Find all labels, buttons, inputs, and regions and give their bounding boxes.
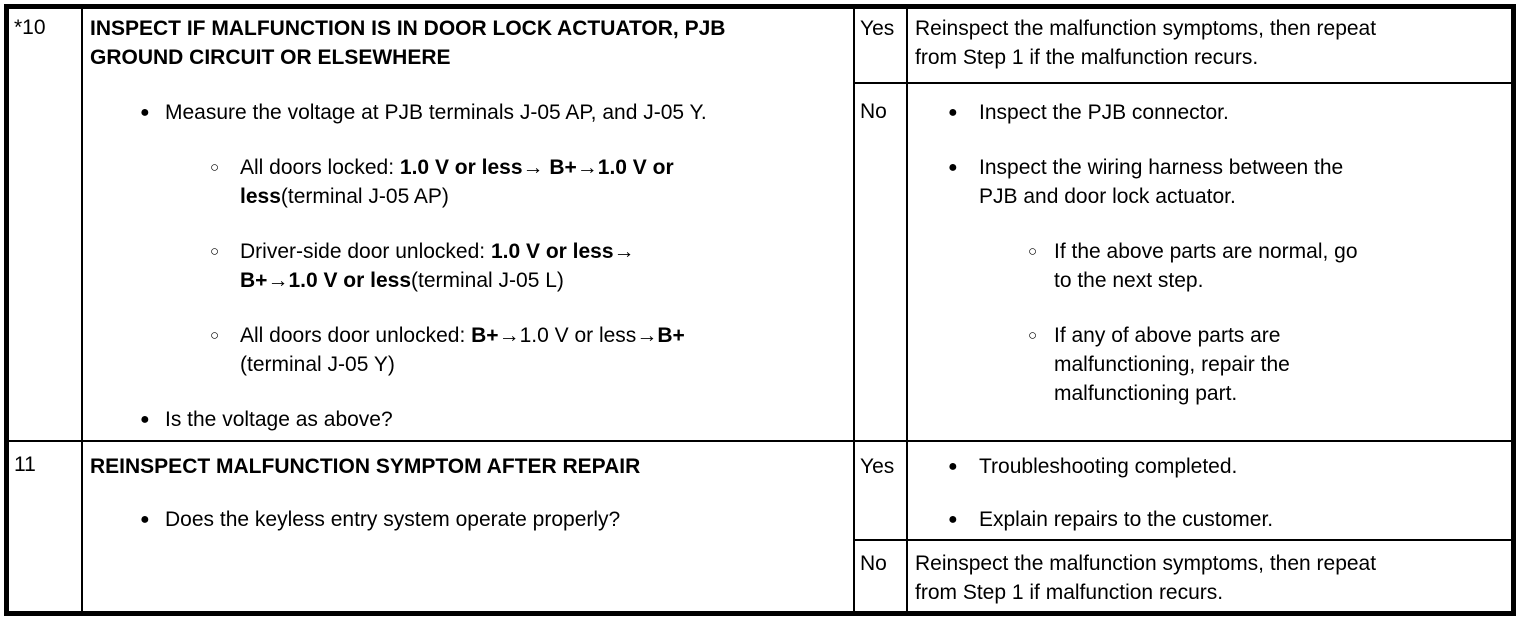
- filled-bullet-icon: ●: [140, 104, 150, 121]
- step-number: *10: [14, 16, 46, 39]
- list-item-line: If any of above parts are: [1054, 324, 1281, 347]
- list-item-text: Inspect the PJB connector.: [979, 101, 1229, 124]
- action-title-line: REINSPECT MALFUNCTION SYMPTOM AFTER REPA…: [90, 455, 641, 478]
- no-label: No: [860, 100, 887, 123]
- filled-bullet-icon: ●: [948, 458, 958, 475]
- yes-label: Yes: [860, 17, 895, 40]
- action-title-line: INSPECT IF MALFUNCTION IS IN DOOR LOCK A…: [90, 17, 726, 40]
- spec-value: B+: [471, 324, 499, 347]
- filled-bullet-icon: ●: [948, 511, 958, 528]
- result-line: Reinspect the malfunction symptoms, then…: [915, 17, 1377, 40]
- list-item-text: Troubleshooting completed.: [979, 455, 1238, 478]
- yes-label-cell: Yes: [855, 9, 906, 82]
- arrow-glyph: →: [498, 324, 520, 347]
- yes-result-cell: Reinspect the malfunction symptoms, then…: [908, 9, 1511, 82]
- action-cell: REINSPECT MALFUNCTION SYMPTOM AFTER REPA…: [83, 442, 853, 611]
- no-label: No: [860, 552, 887, 575]
- list-item: ○ If any of above parts are malfunctioning…: [915, 321, 1503, 408]
- hollow-bullet-icon: ○: [210, 327, 220, 344]
- filled-bullet-icon: ●: [948, 159, 958, 176]
- yes-label: Yes: [860, 455, 895, 478]
- list-item-text: Is the voltage as above?: [165, 408, 393, 431]
- filled-bullet-icon: ●: [140, 511, 150, 528]
- action-title-line: GROUND CIRCUIT OR ELSEWHERE: [90, 46, 451, 69]
- list-item-text: All doors door unlocked:: [240, 324, 472, 347]
- list-item-text: Does the keyless entry system operate pr…: [165, 508, 621, 531]
- list-item-line: PJB and door lock actuator.: [979, 185, 1236, 208]
- arrow-glyph: →: [613, 240, 635, 263]
- spec-value: 1.0 V or: [597, 156, 674, 179]
- arrow-glyph: →: [522, 156, 550, 179]
- list-item: ○ Driver-side door unlocked: 1.0 V or les…: [90, 237, 845, 295]
- hollow-bullet-icon: ○: [1028, 327, 1038, 344]
- spec-value: 1.0 V or less: [490, 240, 614, 263]
- spec-value: B+: [240, 269, 268, 292]
- list-item-line: malfunctioning, repair the: [1054, 353, 1290, 376]
- terminal-ref: (terminal J-05 AP): [280, 185, 449, 208]
- terminal-ref: (terminal J-05 Y): [240, 353, 395, 376]
- action-title: REINSPECT MALFUNCTION SYMPTOM AFTER REPA…: [90, 452, 845, 481]
- result-line: from Step 1 if malfunction recurs.: [915, 581, 1224, 604]
- list-item: ○All doors door unlocked: B+→1.0 V or le…: [90, 321, 845, 379]
- list-item-text: Driver-side door unlocked:: [240, 240, 491, 263]
- filled-bullet-icon: ●: [140, 411, 150, 428]
- spec-value: B+: [657, 324, 685, 347]
- no-label-cell: No: [855, 84, 906, 440]
- hollow-bullet-icon: ○: [210, 159, 220, 176]
- step-cell: *10: [9, 9, 81, 440]
- yes-result-cell: ● Troubleshooting completed. ● Explain rep…: [908, 442, 1511, 539]
- list-item-text: Explain repairs to the customer.: [979, 508, 1274, 531]
- list-item-text: All doors locked:: [240, 156, 400, 179]
- list-item-line: to the next step.: [1054, 269, 1204, 292]
- result-line: Reinspect the malfunction symptoms, then…: [915, 552, 1377, 575]
- list-item: ○All doors locked: 1.0 V or less→ B+→1.0…: [90, 153, 845, 211]
- arrow-glyph: →: [636, 324, 658, 347]
- no-result-cell: Reinspect the malfunction symptoms, then…: [908, 541, 1511, 611]
- spec-value: 1.0 V or less: [399, 156, 523, 179]
- yes-label-cell: Yes: [855, 442, 906, 539]
- arrow-glyph: →: [576, 156, 598, 179]
- list-item: ● Does the keyless entry system operate p…: [90, 505, 845, 534]
- result-text: Reinspect the malfunction symptoms, then…: [915, 549, 1503, 607]
- list-item: ● Inspect the PJB connector.: [915, 98, 1503, 127]
- list-item-line: If the above parts are normal, go: [1054, 240, 1358, 263]
- arrow-glyph: →: [267, 269, 289, 292]
- result-line: from Step 1 if the malfunction recurs.: [915, 46, 1259, 69]
- list-item: ○ If the above parts are normal, go to the…: [915, 237, 1503, 295]
- spec-value: 1.0 V or less: [519, 324, 637, 347]
- troubleshooting-table: *10 INSPECT IF MALFUNCTION IS IN DOOR LO…: [4, 4, 1516, 616]
- action-cell: INSPECT IF MALFUNCTION IS IN DOOR LOCK A…: [83, 9, 853, 440]
- list-item-line: malfunctioning part.: [1054, 382, 1238, 405]
- step-number: 11: [14, 453, 36, 476]
- result-text: Reinspect the malfunction symptoms, then…: [915, 14, 1503, 72]
- list-item-line: Inspect the wiring harness between the: [979, 156, 1344, 179]
- list-item: ● Measure the voltage at PJB terminals J-…: [90, 98, 845, 127]
- no-result-cell: ● Inspect the PJB connector. ● Inspect the…: [908, 84, 1511, 440]
- list-item: ● Troubleshooting completed.: [915, 452, 1503, 481]
- step-cell: 11: [9, 442, 81, 611]
- spec-value: B+: [549, 156, 577, 179]
- spec-value: 1.0 V or less: [288, 269, 412, 292]
- list-item-text: Measure the voltage at PJB terminals J-0…: [165, 101, 707, 124]
- list-item: ● Is the voltage as above?: [90, 405, 845, 434]
- spec-value: less: [240, 185, 281, 208]
- filled-bullet-icon: ●: [948, 104, 958, 121]
- action-title: INSPECT IF MALFUNCTION IS IN DOOR LOCK A…: [90, 14, 845, 72]
- no-label-cell: No: [855, 541, 906, 611]
- terminal-ref: (terminal J-05 L): [411, 269, 564, 292]
- list-item: ● Explain repairs to the customer.: [915, 505, 1503, 534]
- hollow-bullet-icon: ○: [210, 243, 220, 260]
- hollow-bullet-icon: ○: [1028, 243, 1038, 260]
